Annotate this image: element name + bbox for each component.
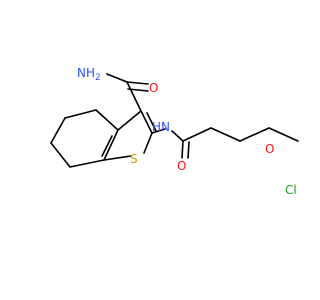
bond bbox=[210, 127, 241, 142]
bond bbox=[239, 127, 270, 142]
bond bbox=[182, 127, 212, 142]
bond bbox=[126, 81, 142, 112]
bond bbox=[50, 117, 66, 144]
bond bbox=[126, 81, 149, 85]
bond bbox=[50, 142, 71, 168]
bond bbox=[171, 130, 184, 142]
bond bbox=[181, 140, 184, 159]
bond bbox=[103, 155, 132, 161]
bond bbox=[127, 88, 149, 92]
atom-label-amide-n: NH2 bbox=[77, 66, 101, 83]
bond-layer bbox=[50, 73, 299, 168]
molecule-structure-diagram: NH2 O HN S O O Cl bbox=[50, 66, 299, 197]
atom-label-linker-o: O bbox=[177, 159, 186, 173]
atom-label-linker-nh: HN bbox=[152, 120, 170, 134]
atom-label-chlorine: Cl bbox=[285, 183, 297, 197]
atom-label-amide-o: O bbox=[149, 81, 158, 95]
atom-label-layer: NH2 O HN S O O Cl bbox=[77, 66, 297, 197]
bond bbox=[103, 129, 119, 161]
bond bbox=[117, 110, 142, 131]
bond bbox=[106, 73, 128, 83]
bond bbox=[101, 135, 113, 157]
bond bbox=[140, 110, 153, 134]
bond bbox=[95, 109, 119, 131]
bond bbox=[151, 128, 166, 134]
bond bbox=[64, 109, 97, 119]
bond bbox=[268, 127, 299, 142]
bond bbox=[146, 112, 157, 132]
bond bbox=[69, 159, 105, 168]
atom-label-thiophene-s: S bbox=[130, 152, 138, 166]
bond bbox=[187, 141, 190, 159]
atom-label-ether-o: O bbox=[265, 142, 274, 156]
bond bbox=[143, 132, 153, 154]
